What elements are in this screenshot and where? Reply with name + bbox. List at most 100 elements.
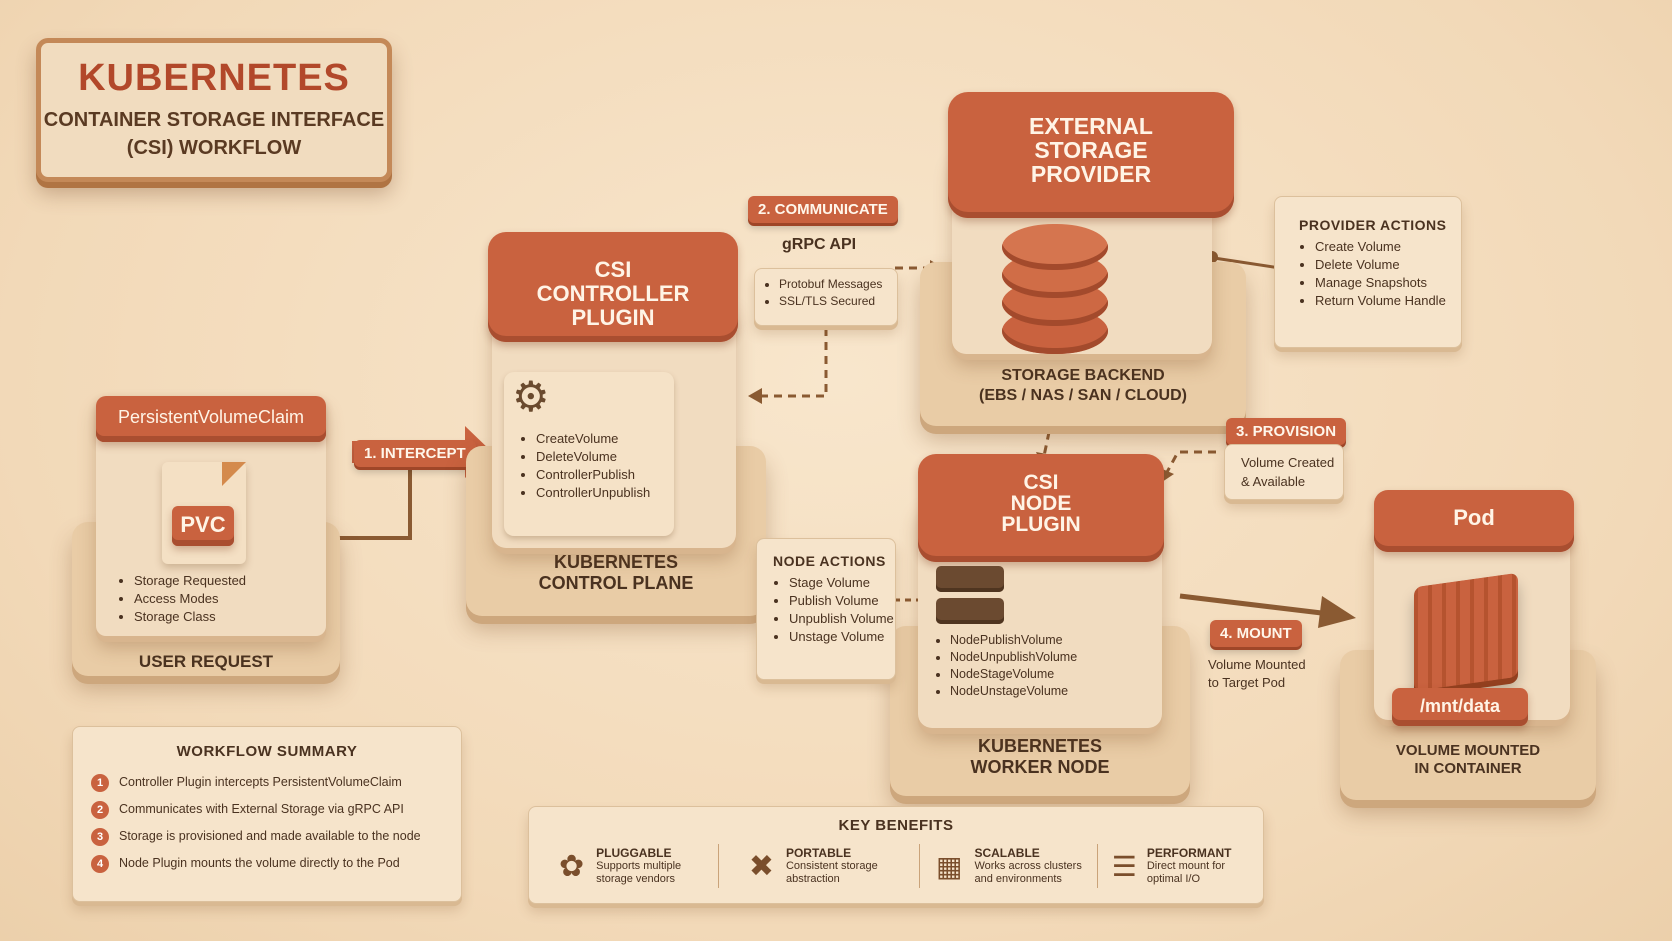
provider-base-line1: STORAGE BACKEND <box>1001 367 1165 384</box>
list-item: Return Volume Handle <box>1315 293 1461 308</box>
benefit-title: PORTABLE <box>785 846 852 860</box>
step-1-tag: 1. INTERCEPT <box>354 440 476 467</box>
container-icon <box>1414 572 1518 692</box>
mount-path-badge: /mnt/data <box>1392 688 1528 726</box>
pvc-doc-label: PVC <box>172 506 234 546</box>
divider <box>919 844 920 888</box>
controller-panel <box>504 372 674 536</box>
provision-card: Volume Created & Available <box>1224 444 1344 500</box>
database-icon <box>1002 220 1108 354</box>
list-item: Protobuf Messages <box>779 277 897 291</box>
node-base-line1: KUBERNETES <box>977 736 1102 756</box>
benefit-desc: optimal I/O <box>1146 873 1201 885</box>
user-request-base-label: USER REQUEST <box>138 652 274 671</box>
controller-top-line3: PLUGIN <box>571 305 655 330</box>
provider-actions-card: PROVIDER ACTIONS Create Volume Delete Vo… <box>1274 196 1462 348</box>
title-main: KUBERNETES <box>78 57 350 99</box>
list-item: Delete Volume <box>1315 257 1461 272</box>
summary-step: 2 Communicates with External Storage via … <box>91 801 461 819</box>
provision-caption-line2: & Available <box>1241 474 1306 489</box>
list-item: NodeUnstageVolume <box>950 684 1077 698</box>
mount-caption: Volume Mounted to Target Pod <box>1208 656 1306 692</box>
benefit-item: ☰ PERFORMANT Direct mount for optimal I/… <box>1112 846 1263 886</box>
pvc-header-label: PersistentVolumeClaim <box>117 407 305 427</box>
benefit-title: PERFORMANT <box>1146 846 1232 860</box>
pod-base-label: VOLUME MOUNTED IN CONTAINER <box>1340 742 1596 778</box>
list-item: NodeUnpublishVolume <box>950 650 1077 664</box>
server-icon <box>936 566 1004 624</box>
step-2-caption: gRPC API <box>782 236 857 253</box>
benefit-desc: abstraction <box>785 873 840 885</box>
summary-step: 1 Controller Plugin intercepts Persistent… <box>91 774 461 792</box>
key-benefits-title: KEY BENEFITS <box>838 817 954 834</box>
pod-base-line1: VOLUME MOUNTED <box>1395 742 1541 759</box>
benefit-desc: Works across clusters <box>974 860 1082 872</box>
step-2-tag: 2. COMMUNICATE <box>748 196 898 223</box>
benefit-item: ▦ SCALABLE Works across clusters and env… <box>936 846 1097 886</box>
controller-cube-top: CSI CONTROLLER PLUGIN <box>488 232 738 342</box>
list-item: Create Volume <box>1315 239 1461 254</box>
benefit-item: ✖ PORTABLE Consistent storage abstractio… <box>749 846 919 886</box>
node-list: NodePublishVolume NodeUnpublishVolume No… <box>934 630 1077 701</box>
benefit-desc: Direct mount for <box>1146 860 1226 872</box>
divider <box>1096 844 1098 888</box>
list-item: Unpublish Volume <box>789 611 895 626</box>
boxes-icon: ▦ <box>936 850 963 882</box>
controller-top-line2: CONTROLLER <box>536 281 690 306</box>
title-sub1: CONTAINER STORAGE INTERFACE <box>43 109 385 131</box>
title-box: KUBERNETES CONTAINER STORAGE INTERFACE (… <box>36 38 392 182</box>
key-benefits-card: KEY BENEFITS ✿ PLUGGABLE Supports multip… <box>528 806 1264 904</box>
provider-cube-top: EXTERNAL STORAGE PROVIDER <box>948 92 1234 218</box>
node-actions-title: NODE ACTIONS <box>773 553 886 569</box>
list-item: Storage Requested <box>134 573 246 588</box>
pvc-document-icon: PVC <box>162 462 246 564</box>
list-item: Access Modes <box>134 591 246 606</box>
node-top-line2: NODE <box>1010 492 1072 515</box>
summary-step-text: Controller Plugin intercepts PersistentV… <box>119 775 402 789</box>
list-item: NodeStageVolume <box>950 667 1077 681</box>
mount-caption-line2: to Target Pod <box>1208 675 1286 690</box>
provider-top-line1: EXTERNAL <box>1029 113 1153 139</box>
list-item: ControllerPublish <box>536 467 650 482</box>
workflow-summary-title: WORKFLOW SUMMARY <box>176 743 358 760</box>
benefit-desc: Supports multiple <box>596 860 682 872</box>
node-actions-card: NODE ACTIONS Stage Volume Publish Volume… <box>756 538 896 680</box>
benefit-title: SCALABLE <box>974 846 1040 860</box>
step-number-badge: 4 <box>91 855 109 873</box>
node-cube-top: CSI NODE PLUGIN <box>918 454 1164 562</box>
benefit-item: ✿ PLUGGABLE Supports multiple storage ve… <box>559 846 718 886</box>
controller-base-label: KUBERNETES CONTROL PLANE <box>466 552 766 594</box>
grpc-card: Protobuf Messages SSL/TLS Secured <box>754 268 898 326</box>
title-sub2: (CSI) WORKFLOW <box>126 137 302 159</box>
provision-caption-line1: Volume Created <box>1241 455 1335 470</box>
controller-top-line1: CSI <box>594 257 632 282</box>
list-item: DeleteVolume <box>536 449 650 464</box>
server-icon: ☰ <box>1111 850 1137 882</box>
benefit-desc: storage vendors <box>596 873 676 885</box>
mount-caption-line1: Volume Mounted <box>1208 657 1306 672</box>
list-item: Publish Volume <box>789 593 895 608</box>
benefit-desc: Consistent storage <box>785 860 878 872</box>
list-item: Unstage Volume <box>789 629 895 644</box>
benefit-title: PLUGGABLE <box>596 846 672 860</box>
list-item: NodePublishVolume <box>950 633 1077 647</box>
user-request-list: Storage Requested Access Modes Storage C… <box>118 570 246 627</box>
list-item: Stage Volume <box>789 575 895 590</box>
controller-base-line1: KUBERNETES <box>553 552 678 572</box>
tools-icon: ✖ <box>748 849 774 883</box>
list-item: Manage Snapshots <box>1315 275 1461 290</box>
step-3-tag: 3. PROVISION <box>1226 418 1347 445</box>
step-number-badge: 2 <box>91 801 109 819</box>
puzzle-icon: ✿ <box>559 849 585 883</box>
summary-step-text: Communicates with External Storage via g… <box>119 802 404 816</box>
gear-icon: ⚙ <box>512 373 550 420</box>
node-top-line3: PLUGIN <box>1001 513 1081 536</box>
list-item: ControllerUnpublish <box>536 485 650 500</box>
controller-base-line2: CONTROL PLANE <box>538 573 694 593</box>
step-4-tag: 4. MOUNT <box>1210 620 1302 647</box>
mount-arrow <box>1318 596 1356 628</box>
step-number-badge: 1 <box>91 774 109 792</box>
list-item: CreateVolume <box>536 431 650 446</box>
provider-base-label: STORAGE BACKEND (EBS / NAS / SAN / CLOUD… <box>920 366 1246 406</box>
